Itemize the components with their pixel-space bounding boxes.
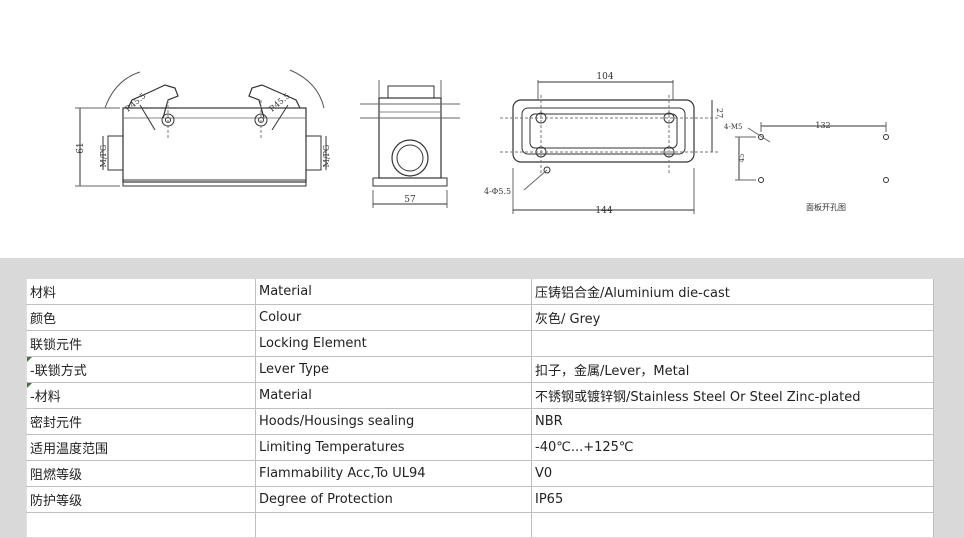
side-height-dim: 61 bbox=[76, 142, 86, 153]
panel-horizontal-dim: 132 bbox=[815, 121, 830, 130]
spec-label-cn: -材料 bbox=[26, 382, 256, 409]
spec-label-en: Limiting Temperatures bbox=[255, 434, 532, 461]
spec-label-en: Lever Type bbox=[255, 356, 532, 383]
spec-value bbox=[531, 330, 934, 357]
spec-label-en: Locking Element bbox=[255, 330, 532, 357]
side-left-thread: M/PG bbox=[99, 145, 108, 168]
spec-label-cn: 适用温度范围 bbox=[26, 434, 256, 461]
spec-label-en: Material bbox=[255, 279, 532, 305]
empty-cell bbox=[26, 512, 256, 537]
spec-value: IP65 bbox=[531, 486, 934, 513]
spec-value: NBR bbox=[531, 408, 934, 435]
empty-cell bbox=[255, 512, 532, 537]
spec-label-en: Colour bbox=[255, 304, 532, 331]
spec-value: 灰色/ Grey bbox=[531, 304, 934, 331]
empty-cell bbox=[531, 512, 934, 537]
panel-vertical-dim: 45 bbox=[738, 154, 746, 163]
end-view bbox=[360, 80, 460, 208]
spec-label-cn: -联锁方式 bbox=[26, 356, 256, 383]
table-row-empty bbox=[26, 512, 934, 537]
top-top-dim: 104 bbox=[596, 72, 613, 82]
end-width-dim: 57 bbox=[404, 195, 416, 205]
top-bottom-dim: 144 bbox=[595, 206, 612, 216]
spec-value: 压铸铝合金/Aluminium die-cast bbox=[531, 279, 934, 305]
spec-label-en: Material bbox=[255, 382, 532, 409]
spec-label-cn: 阻燃等级 bbox=[26, 460, 256, 487]
spec-label-cn: 联锁元件 bbox=[26, 330, 256, 357]
top-view bbox=[500, 80, 720, 214]
spec-label-cn: 密封元件 bbox=[26, 408, 256, 435]
panel-cutout bbox=[735, 122, 889, 183]
spec-label-en: Flammability Acc,To UL94 bbox=[255, 460, 532, 487]
panel-caption: 面板开孔图 bbox=[806, 202, 846, 212]
spec-value: -40℃...+125℃ bbox=[531, 434, 934, 461]
spec-value: 不锈钢或镀锌钢/Stainless Steel Or Steel Zinc-pl… bbox=[531, 382, 934, 409]
side-right-thread: M/PG bbox=[322, 145, 331, 168]
technical-drawing: 61 M/PG M/PG R45.5 R45.5 57 bbox=[0, 0, 964, 258]
spec-label-cn: 材料 bbox=[26, 279, 256, 305]
spec-label-en: Hoods/Housings sealing bbox=[255, 408, 532, 435]
spec-value: 扣子，金属/Lever，Metal bbox=[531, 356, 934, 383]
spec-value: V0 bbox=[531, 460, 934, 487]
side-left-angle: R45.5 bbox=[124, 91, 148, 113]
spec-label-en: Degree of Protection bbox=[255, 486, 532, 513]
side-right-angle: R45.5 bbox=[268, 91, 292, 113]
panel-screw-note: 4-M5 bbox=[724, 123, 742, 131]
top-hole-note: 4-Φ5.5 bbox=[484, 187, 511, 196]
spec-label-cn: 颜色 bbox=[26, 304, 256, 331]
side-view bbox=[75, 69, 327, 187]
spec-label-cn: 防护等级 bbox=[26, 486, 256, 513]
top-right-dim: 27 bbox=[715, 108, 724, 118]
